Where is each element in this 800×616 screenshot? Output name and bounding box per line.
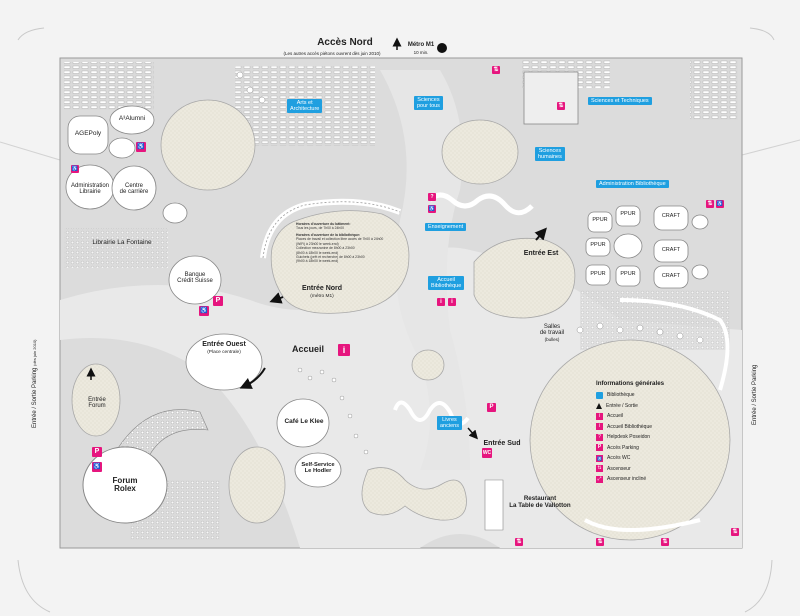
accueil-info-icon[interactable]: i [338, 344, 350, 356]
info-library-icon: i [596, 423, 603, 431]
helpdesk-icon[interactable]: ? [428, 193, 436, 201]
tag-admin-bibliotheque[interactable]: Administration Bibliothèque [596, 180, 669, 189]
elevator-icon[interactable]: ⇅ [515, 538, 523, 546]
elevator-icon[interactable]: ⇅ [731, 528, 739, 536]
arrow-up-icon [596, 402, 602, 409]
wc-icon[interactable]: ♿ [71, 165, 79, 173]
tag-sciences-humaines[interactable]: Sciences humaines [535, 147, 565, 162]
tag-enseignement[interactable]: Enseignement [425, 223, 467, 232]
elevator-icon[interactable]: ⇅ [661, 538, 669, 546]
info-icon: i [596, 412, 603, 420]
entree-ouest-sub: (Place centrale) [207, 350, 241, 355]
librairie-label[interactable]: Librairie La Fontaine [92, 239, 152, 246]
legend-item-entrance: Entrée / Sortie [596, 401, 706, 412]
wc-icon: ♿ [596, 454, 603, 462]
legend-item-helpdesk: ? Helpdesk Poseidon [596, 432, 706, 443]
wc-icon[interactable]: ♿ [428, 205, 436, 213]
elevator-icon[interactable]: ⇅ [492, 66, 500, 74]
forum-rolex-label[interactable]: Forum Rolex [112, 476, 138, 494]
craft-2[interactable]: CRAFT [661, 247, 681, 253]
hours-info: Horaires d'ouverture du bâtiment: Tous l… [296, 222, 384, 264]
metro-label: Métro M1 [407, 42, 435, 48]
restaurant-label[interactable]: Restaurant La Table de Vallotton [509, 495, 571, 509]
parking-icon[interactable]: P [487, 403, 496, 412]
ppur-1[interactable]: PPUR [592, 217, 608, 223]
elevator-icon[interactable]: ⇅ [596, 538, 604, 546]
elevator-icon[interactable]: ⇅ [557, 102, 565, 110]
parking-icon: P [596, 444, 603, 452]
ppur-3[interactable]: PPUR [590, 242, 606, 248]
salles-sub: (bulles) [544, 337, 560, 342]
legend-item-elevator: ⇅ Ascenseur [596, 465, 631, 473]
parking-icon[interactable]: P [92, 447, 102, 457]
entree-forum-label[interactable]: Entrée Forum [88, 397, 106, 410]
forum-rolex-shape [82, 446, 168, 524]
craft-3[interactable]: CRAFT [661, 273, 681, 279]
elevator-icon: ⇅ [596, 465, 603, 473]
centre-carriere-label[interactable]: Centre de carrière [119, 183, 149, 196]
tables [236, 71, 704, 455]
left-parking-label: Entrée / Sortie Parking (dès juin 2010) [32, 339, 38, 428]
tag-sciences-pour-tous[interactable]: Sciences pour tous [414, 96, 443, 111]
self-service-label[interactable]: Self-Service Le Hodler [301, 462, 335, 475]
info-library-icon[interactable]: i [437, 298, 445, 306]
parking-icon[interactable]: P [213, 296, 223, 306]
salles-label[interactable]: Salles de travail [539, 324, 565, 337]
ppur-4[interactable]: PPUR [590, 271, 606, 277]
page-subtitle: (Les autres accès piétons ouvrent dès ju… [283, 51, 381, 56]
library-icon [596, 391, 603, 399]
admin-librairie-label[interactable]: Administration Librairie [70, 183, 109, 196]
legend-item-library: Bibliothèque [596, 390, 706, 401]
legend: Informations générales Bibliothèque Entr… [596, 380, 706, 485]
alumni-label[interactable]: A³Alumni [118, 115, 146, 122]
page-title: Accès Nord [317, 37, 373, 48]
agepoly-label[interactable]: AGEPoly [74, 130, 102, 137]
right-parking-label: Entrée / Sortie Parking [752, 364, 758, 425]
wc-icon[interactable]: WC [482, 448, 492, 458]
metro-time: 10 min. [413, 50, 429, 55]
ppur-5[interactable]: PPUR [620, 271, 636, 277]
entree-nord-label[interactable]: Entrée Nord [301, 285, 343, 292]
elevator-icon[interactable]: ⇅ [706, 200, 714, 208]
entree-ouest-label[interactable]: Entrée Ouest [202, 341, 246, 348]
tag-sciences-techniques[interactable]: Sciences et Techniques [588, 97, 652, 106]
tag-livres-anciens[interactable]: Livres anciens [437, 416, 462, 431]
banque-label[interactable]: Banque Crédit Suisse [177, 272, 213, 285]
legend-item-wc: ♿ Accès WC [596, 454, 631, 462]
entree-est-label[interactable]: Entrée Est [523, 250, 559, 257]
cafe-label[interactable]: Café Le Klee [284, 418, 324, 425]
accueil-label[interactable]: Accueil [291, 344, 324, 354]
info-library-icon[interactable]: i [448, 298, 456, 306]
legend-title: Informations générales [596, 380, 665, 387]
patios [71, 99, 731, 541]
legend-item-parking: P Accès Parking [596, 444, 639, 452]
wc-icon[interactable]: ♿ [92, 462, 102, 472]
wc-icon[interactable]: ♿ [716, 200, 724, 208]
entree-nord-sub: (métro M1) [310, 294, 334, 299]
legend-item-accueil-bib: i Accueil Bibliothèque [596, 422, 706, 433]
helpdesk-icon: ? [596, 433, 603, 441]
legend-item-accueil: i Accueil [596, 411, 706, 422]
entree-sud-label[interactable]: Entrée Sud [483, 440, 521, 447]
legend-item-inclined-elevator: ⤢ Ascenseur incliné [596, 475, 647, 483]
wc-icon[interactable]: ♿ [199, 306, 209, 316]
tag-accueil-bibliotheque[interactable]: Accueil Bibliothèque [428, 276, 465, 291]
ppur-2[interactable]: PPUR [620, 211, 636, 217]
tag-arts-architecture[interactable]: Arts et Architecture [287, 99, 323, 114]
craft-1[interactable]: CRAFT [661, 213, 681, 219]
wc-icon[interactable]: ♿ [136, 142, 146, 152]
inclined-elevator-icon: ⤢ [596, 475, 603, 483]
